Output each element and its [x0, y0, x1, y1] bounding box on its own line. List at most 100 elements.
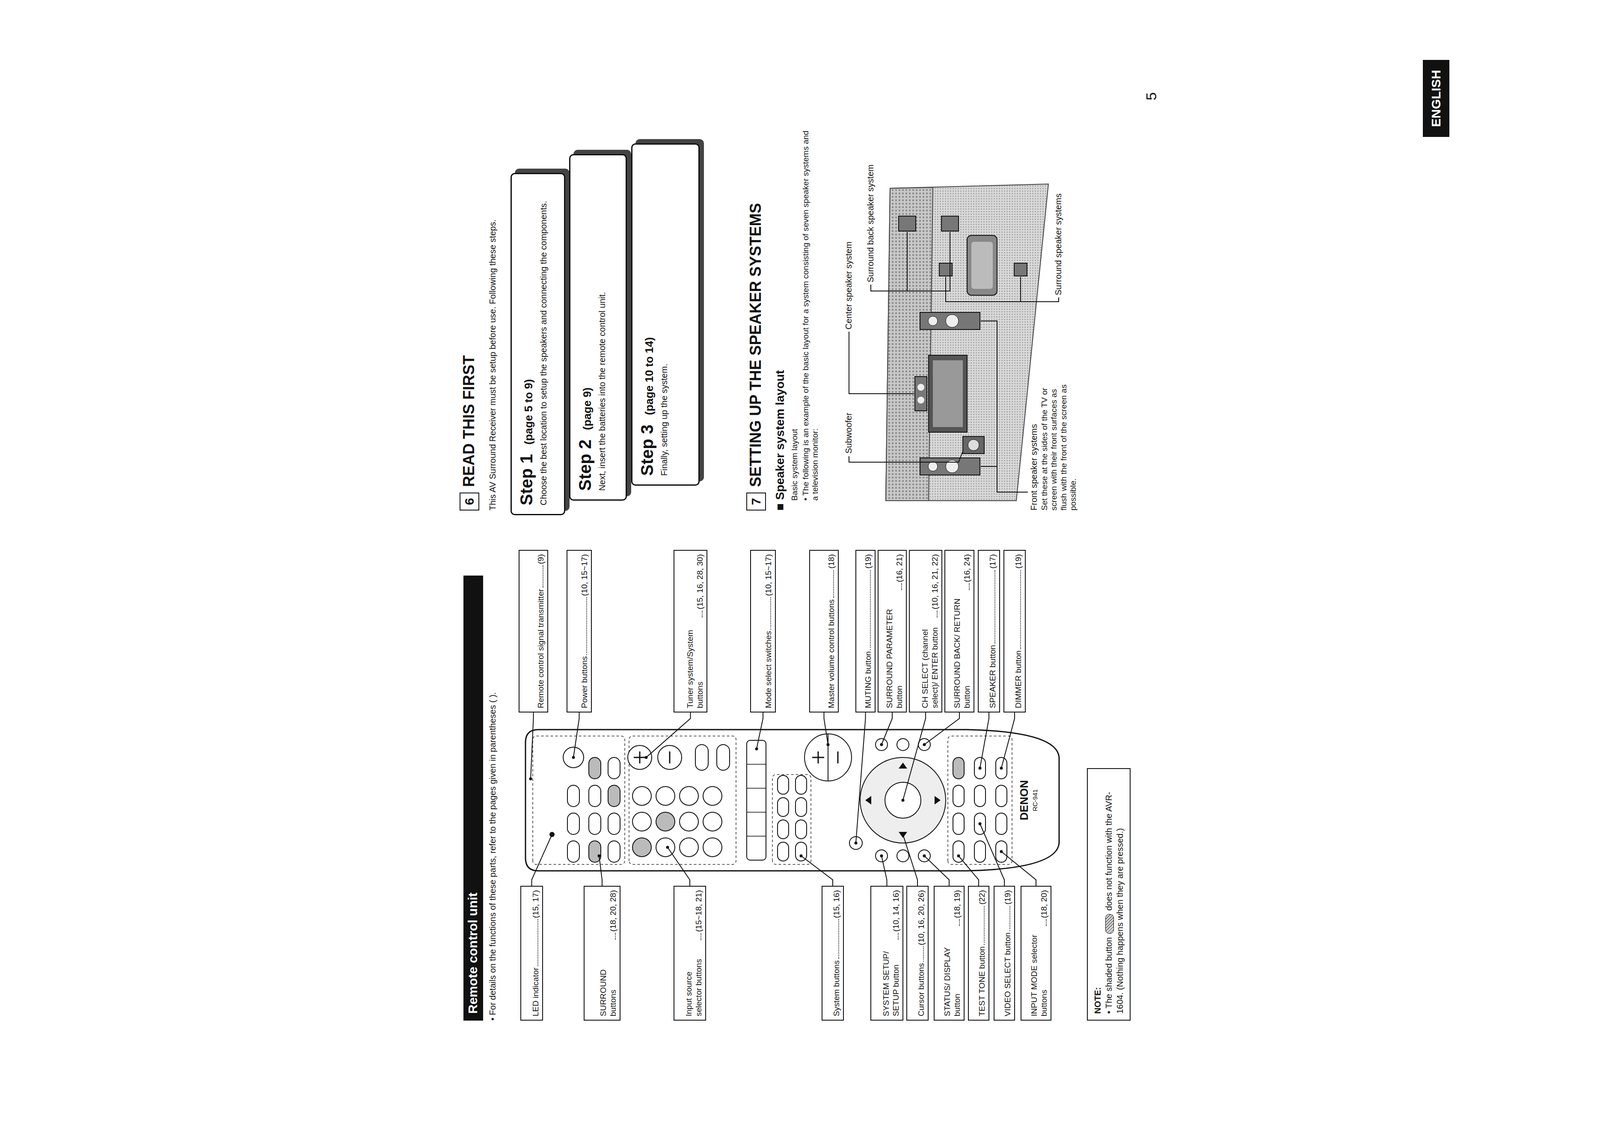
remote-button: [896, 738, 909, 751]
step-card: Step 3(page 10 to 14)Finally, setting up…: [631, 143, 700, 486]
remote-button: [703, 837, 722, 857]
page-refs: (15, 17): [530, 890, 541, 918]
leader-dot: [978, 766, 982, 770]
leader-dot: [880, 854, 884, 858]
part-name: SURROUND BACK/ RETURN button: [952, 591, 972, 709]
section-number-box: 7: [746, 492, 766, 511]
callout-box: Tuner system/System buttons(15, 16, 28, …: [673, 549, 708, 713]
step-description: Finally, setting up the system.: [659, 153, 670, 476]
dot-leader: [968, 583, 970, 591]
page-refs: (10, 16, 20, 26): [916, 890, 927, 946]
page-refs: (15, 16): [831, 890, 842, 918]
text-label: Set these at the sides of the TV or scre…: [1039, 382, 1079, 511]
dot-leader: [983, 905, 985, 946]
note-heading: NOTE:: [1092, 774, 1104, 1014]
remote-button: [746, 811, 766, 813]
page-refs: (16, 24): [961, 554, 972, 582]
remote-button: [746, 763, 766, 765]
heading-text: Remote control unit: [465, 892, 480, 1014]
speaker-layout-illustration: [848, 184, 1059, 501]
remote-button: [746, 787, 766, 789]
step-pages: (page 9): [580, 387, 594, 431]
remote-button: [777, 842, 789, 861]
remote-button: [567, 813, 580, 835]
part-label: Surround back speaker system: [865, 164, 876, 283]
callout-box: System buttons (15, 16): [821, 885, 844, 1021]
text-label: ■ Speaker system layout: [772, 370, 787, 511]
dot-leader: [897, 932, 899, 940]
remote-button: [896, 849, 909, 862]
leader-line: [902, 712, 926, 801]
leader-line: [667, 847, 690, 886]
dot-leader: [1009, 905, 1011, 932]
step-description: Choose the best location to setup the sp…: [538, 182, 549, 506]
text-label: SETTING UP THE SPEAKER SYSTEMS: [746, 203, 765, 487]
remote-button: [804, 733, 852, 781]
callout-box: LED indicator(15, 17): [520, 885, 544, 1021]
part-name: Master volume control buttons: [826, 599, 837, 709]
remote-button: [974, 840, 986, 863]
part-name: SYSTEM SETUP/ SETUP button: [881, 941, 901, 1017]
leader-dot: [799, 854, 803, 858]
dot-leader: [958, 919, 960, 927]
leader-line: [979, 712, 989, 769]
part-name: Tuner system/System buttons: [685, 618, 705, 709]
callout-box: Power buttons (10, 15~17): [566, 549, 592, 713]
page-refs: (16, 21): [894, 554, 905, 582]
page-refs: (22): [976, 890, 987, 905]
step-heading: Step 1(page 5 to 9): [516, 182, 537, 506]
leader-dot: [644, 756, 648, 760]
step-title: Step 1: [516, 454, 536, 506]
callout-box: SYSTEM SETUP/ SETUP button(10, 14, 16): [870, 885, 904, 1021]
step-title: Step 2: [575, 439, 595, 491]
remote-button: [795, 775, 807, 795]
leader-line: [881, 855, 888, 886]
remote-button: [777, 819, 789, 839]
callout-box: SURROUND buttons(18, 20, 28): [583, 885, 621, 1021]
leader-line: [958, 855, 979, 886]
dot-leader: [537, 919, 539, 966]
leader-line: [530, 712, 534, 779]
leader-dot: [923, 854, 927, 858]
remote-button: [679, 786, 699, 806]
remote-button: [588, 785, 601, 807]
step-card: Step 2(page 9)Next, insert the batteries…: [569, 154, 627, 501]
remote-button: [657, 745, 682, 770]
part-name: Power buttons: [579, 656, 590, 709]
remote-button: [884, 782, 921, 819]
remote-button: [588, 840, 601, 863]
remote-button: [588, 757, 601, 779]
dot-leader: [1045, 919, 1047, 927]
section-number-box: 6: [459, 492, 480, 511]
remote-button: [669, 751, 671, 764]
page-refs: (17): [987, 554, 998, 569]
callout-box: TEST TONE button(22): [967, 885, 990, 1021]
remote-button: [703, 786, 722, 806]
leader-dot: [901, 798, 905, 802]
page-refs: (19): [1002, 890, 1013, 905]
leader-line: [646, 712, 691, 758]
page-refs: (18, 20): [1038, 890, 1049, 918]
part-name: System buttons: [831, 960, 842, 1017]
leader-line: [599, 855, 603, 886]
leader-dot: [826, 743, 830, 747]
text-label: • For details on the functions of these …: [487, 692, 499, 1021]
dot-leader: [833, 569, 835, 599]
page-refs: (10, 15~17): [579, 554, 590, 597]
remote-button: [716, 744, 730, 771]
remote-button: [918, 738, 931, 751]
remote-button: [608, 840, 621, 863]
leader-dot: [978, 822, 982, 826]
leader-line: [979, 823, 1005, 886]
remote-button: [974, 757, 986, 779]
remote-button: [632, 812, 652, 832]
leader-line: [801, 855, 833, 886]
note-box: NOTE:• The shaded buttondoes not functio…: [1086, 768, 1131, 1021]
step-heading: Step 3(page 10 to 14): [637, 153, 657, 476]
dot-leader: [770, 597, 772, 630]
part-name: Remote control signal transmitter: [535, 588, 546, 709]
remote-button: [679, 837, 699, 857]
part-name: Mode select switches: [763, 630, 774, 709]
remote-button: [860, 757, 946, 844]
